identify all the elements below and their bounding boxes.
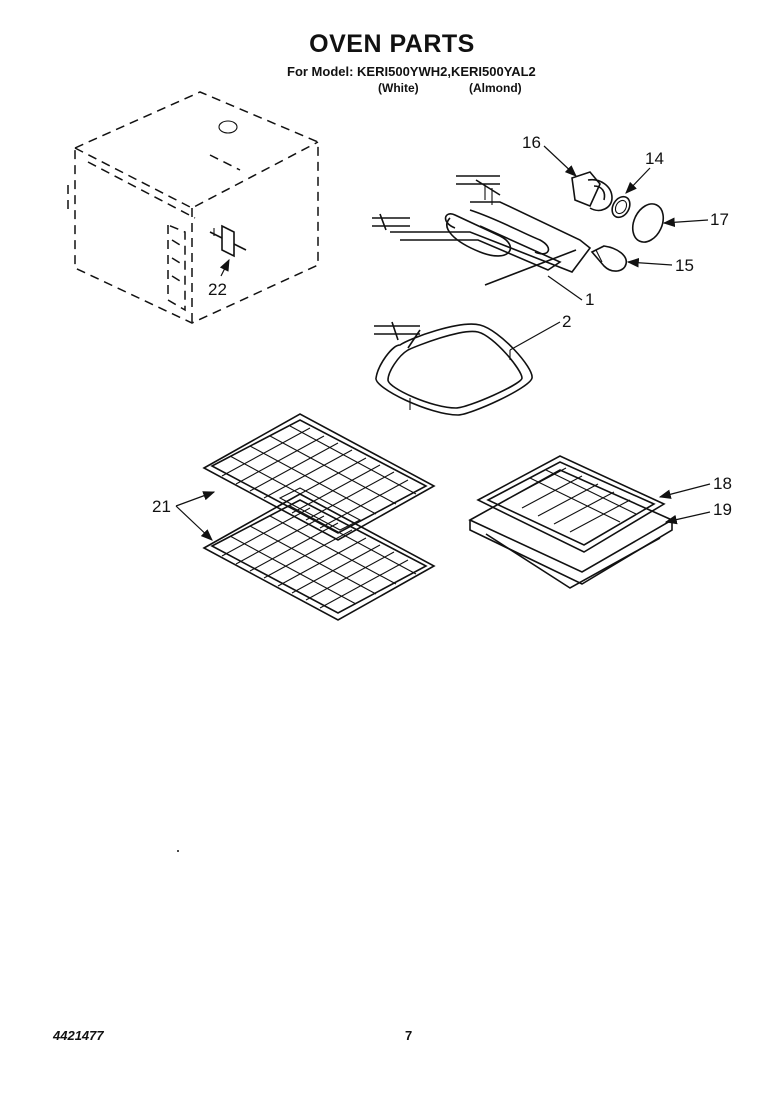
oven-rack-lower [202, 493, 436, 621]
variant-white: (White) [378, 81, 419, 95]
callout-16: 16 [522, 133, 541, 152]
callout-15: 15 [675, 256, 694, 275]
page-title: OVEN PARTS [309, 30, 475, 58]
callout-1: 1 [585, 290, 594, 309]
callout-18: 18 [713, 474, 732, 493]
light-gasket [611, 195, 631, 219]
callout-21: 21 [152, 497, 171, 516]
callout-14: 14 [645, 149, 664, 168]
variant-almond: (Almond) [469, 81, 522, 95]
door-latch-bracket [209, 224, 247, 277]
callout-19: 19 [713, 500, 732, 519]
light-socket [571, 171, 613, 212]
model-line: For Model: KERI500YWH2,KERI500YAL2 [287, 64, 536, 79]
light-bulb [590, 245, 628, 272]
document-number: 4421477 [53, 1028, 104, 1043]
broil-element [372, 175, 592, 286]
callout-17: 17 [710, 210, 729, 229]
callout-22: 22 [208, 280, 227, 299]
light-lens [631, 203, 665, 243]
bake-element [374, 321, 533, 416]
oven-rack-upper [202, 413, 436, 541]
callout-2: 2 [562, 312, 571, 331]
oven-cavity-outline [67, 91, 319, 324]
page-number: 7 [405, 1028, 413, 1043]
stray-mark [177, 850, 179, 852]
